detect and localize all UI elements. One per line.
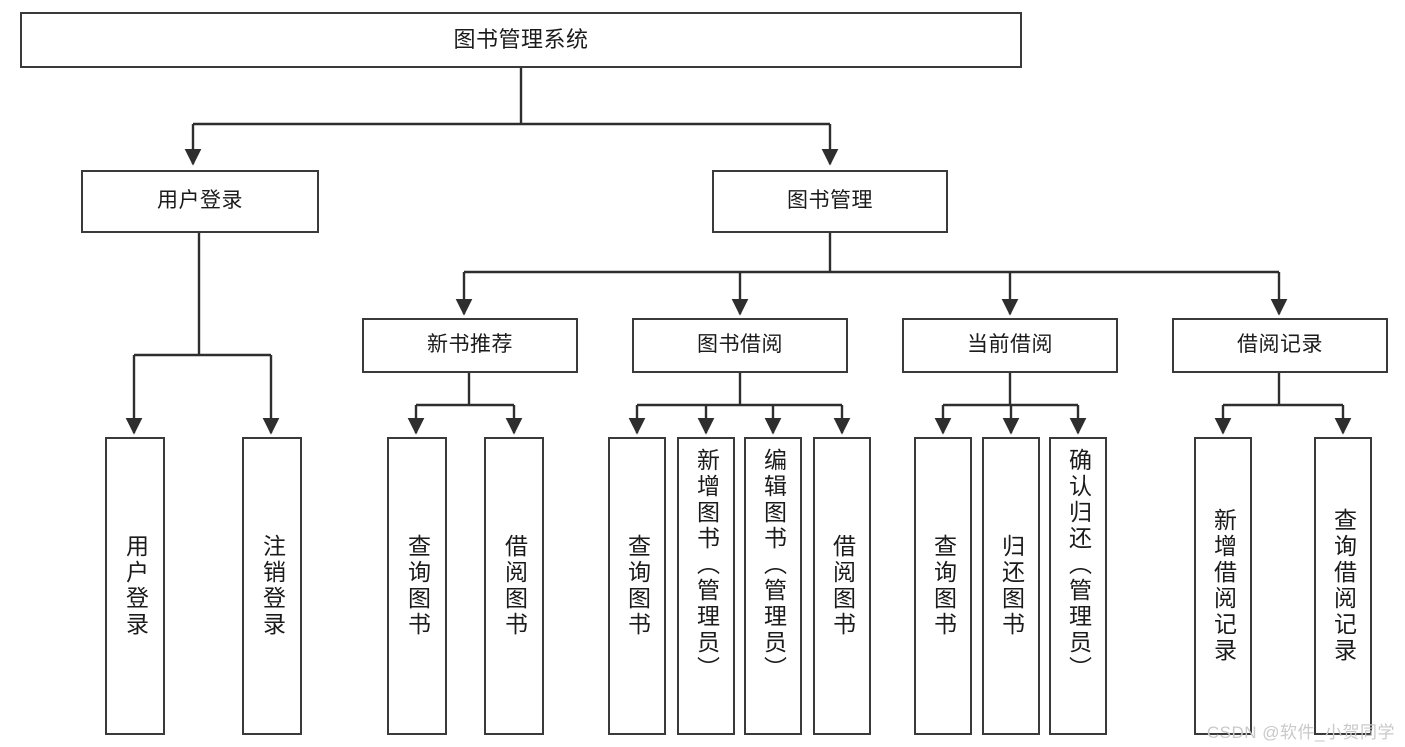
- node-label: 图书管理: [787, 189, 873, 213]
- node-label: 归还图书: [998, 534, 1025, 638]
- node-label: 用户登录: [157, 189, 243, 213]
- leaf-bookborrow-add-book-admin[interactable]: 新增图书（管理员）: [677, 437, 735, 735]
- node-book-borrow[interactable]: 图书借阅: [632, 318, 848, 373]
- node-user-login[interactable]: 用户登录: [81, 170, 319, 233]
- node-current-borrow[interactable]: 当前借阅: [902, 318, 1118, 373]
- node-label: 新增图书（管理员）: [693, 448, 720, 682]
- leaf-currentborrow-query-book[interactable]: 查询图书: [914, 437, 972, 735]
- node-label: 新书推荐: [427, 333, 513, 357]
- node-label: 图书管理系统: [453, 27, 589, 53]
- node-book-management[interactable]: 图书管理: [712, 170, 948, 233]
- node-borrow-record[interactable]: 借阅记录: [1172, 318, 1388, 373]
- node-label: 编辑图书（管理员）: [760, 448, 787, 682]
- leaf-newbook-query-book[interactable]: 查询图书: [387, 437, 447, 735]
- node-label: 注销登录: [259, 534, 286, 638]
- leaf-borrowrecord-add-record[interactable]: 新增借阅记录: [1194, 437, 1252, 735]
- leaf-bookborrow-query-book[interactable]: 查询图书: [608, 437, 666, 735]
- csdn-watermark: CSDN @软件_小贺同学: [1206, 723, 1395, 742]
- node-label: 查询图书: [930, 534, 957, 638]
- node-new-book-recommend[interactable]: 新书推荐: [362, 318, 578, 373]
- leaf-currentborrow-return-book[interactable]: 归还图书: [982, 437, 1040, 735]
- leaf-newbook-borrow-book[interactable]: 借阅图书: [484, 437, 544, 735]
- node-label: 借阅记录: [1237, 333, 1323, 357]
- leaf-borrowrecord-query-record[interactable]: 查询借阅记录: [1314, 437, 1372, 735]
- leaf-logout[interactable]: 注销登录: [242, 437, 302, 735]
- leaf-bookborrow-borrow-book[interactable]: 借阅图书: [813, 437, 871, 735]
- node-label: 图书借阅: [697, 333, 783, 357]
- node-label: 查询图书: [404, 534, 431, 638]
- node-label: 查询图书: [624, 534, 651, 638]
- node-label: 借阅图书: [829, 534, 856, 638]
- node-root-book-management-system[interactable]: 图书管理系统: [20, 12, 1022, 68]
- leaf-bookborrow-edit-book-admin[interactable]: 编辑图书（管理员）: [744, 437, 802, 735]
- leaf-currentborrow-confirm-return-admin[interactable]: 确认归还（管理员）: [1049, 437, 1107, 735]
- leaf-user-login[interactable]: 用户登录: [105, 437, 165, 735]
- node-label: 查询借阅记录: [1330, 508, 1357, 664]
- node-label: 新增借阅记录: [1210, 508, 1237, 664]
- node-label: 确认归还（管理员）: [1065, 448, 1092, 682]
- node-label: 用户登录: [122, 534, 149, 638]
- node-label: 当前借阅: [967, 333, 1053, 357]
- node-label: 借阅图书: [501, 534, 528, 638]
